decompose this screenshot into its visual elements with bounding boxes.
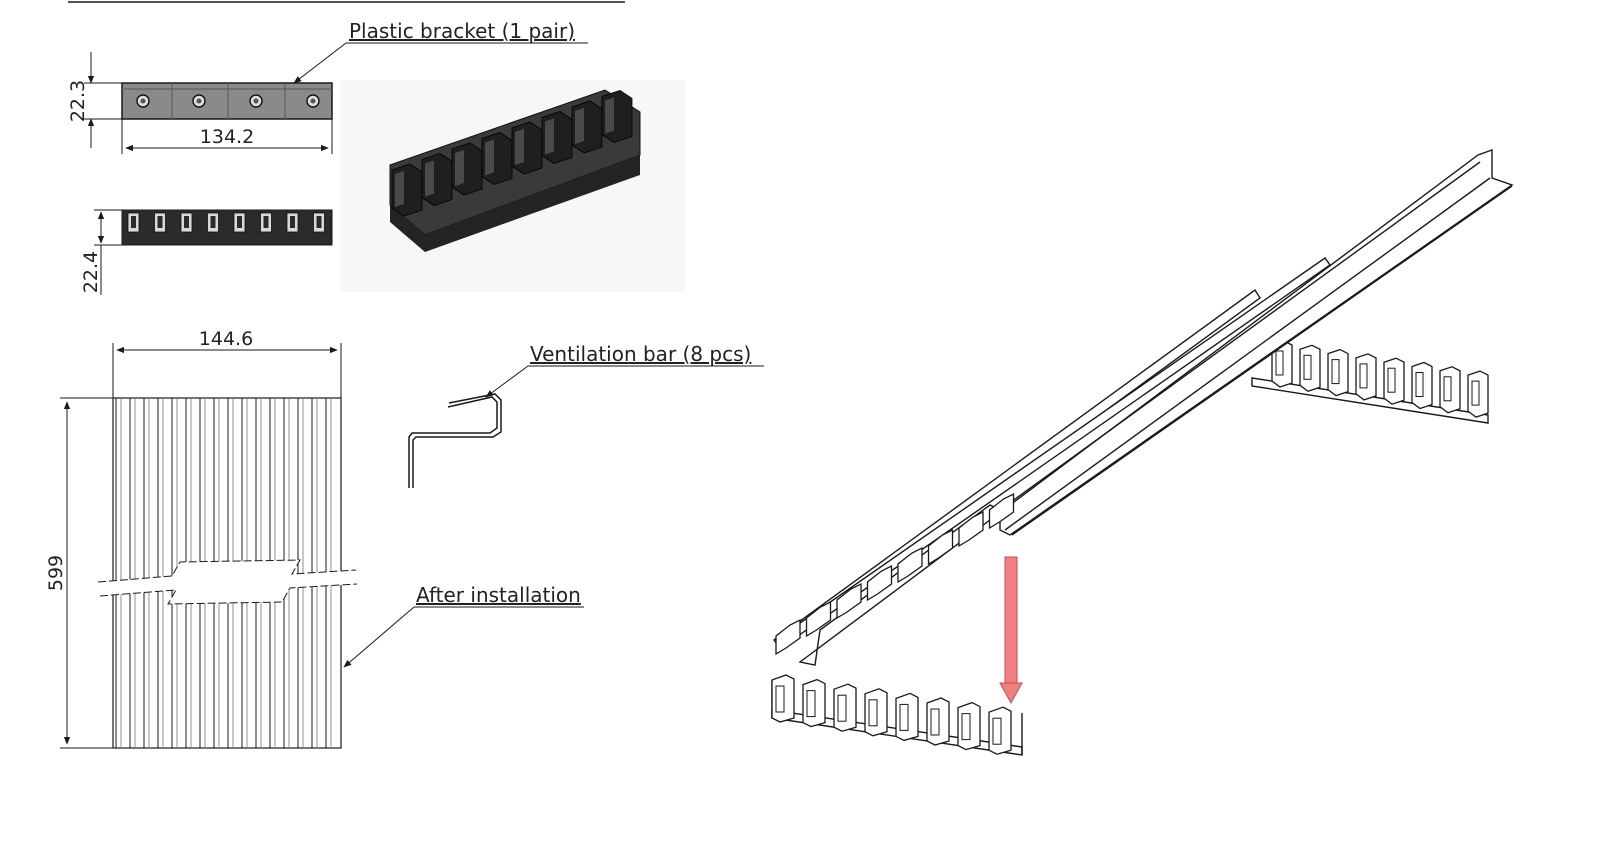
dim-assembly-width: 144.6 bbox=[112, 328, 342, 398]
bracket-slots bbox=[127, 212, 325, 233]
rear-bracket-tooth bbox=[1411, 361, 1433, 410]
dim-label-144-6: 144.6 bbox=[199, 328, 253, 350]
rear-bracket-tooth bbox=[1299, 344, 1321, 393]
assembly-panel bbox=[97, 397, 358, 749]
label-plastic-bracket: Plastic bracket (1 pair) bbox=[349, 19, 575, 43]
rear-bracket bbox=[1251, 340, 1489, 424]
front-bracket-tooth bbox=[957, 701, 981, 751]
front-bracket-tooth bbox=[926, 697, 950, 746]
front-bracket-tooth bbox=[802, 678, 826, 728]
dim-bracket-height-top: 22.3 bbox=[67, 52, 122, 148]
bar-hook bbox=[988, 492, 1015, 530]
leader-ventilation-bar: Ventilation bar (8 pcs) bbox=[485, 342, 764, 398]
bracket-3d-render bbox=[340, 80, 685, 292]
bar-hook bbox=[836, 582, 862, 620]
rear-bracket-tooth bbox=[1467, 370, 1489, 418]
rear-bracket-tooth bbox=[1327, 348, 1349, 397]
front-bracket bbox=[771, 674, 1023, 756]
front-bracket-tooth bbox=[833, 683, 857, 732]
dim-assembly-length: 599 bbox=[45, 397, 113, 749]
dim-label-22-3: 22.3 bbox=[67, 80, 89, 122]
bar-hook bbox=[775, 618, 801, 656]
bracket-screw-holes bbox=[136, 83, 320, 119]
install-direction-arrow bbox=[999, 556, 1023, 705]
rear-bracket-tooth bbox=[1439, 366, 1461, 414]
label-ventilation-bar: Ventilation bar (8 pcs) bbox=[530, 342, 751, 366]
leader-after-installation: After installation bbox=[343, 583, 584, 668]
dim-bracket-width: 134.2 bbox=[121, 119, 333, 154]
bracket-side-view bbox=[121, 209, 333, 246]
dim-label-134-2: 134.2 bbox=[200, 126, 254, 148]
rear-bracket-tooth bbox=[1383, 357, 1405, 405]
front-bracket-tooth bbox=[771, 674, 795, 723]
installed-ventilation-bars bbox=[773, 149, 1514, 666]
label-after-installation: After installation bbox=[416, 583, 581, 607]
bar-hook bbox=[805, 600, 832, 638]
ventilation-bar-drawing bbox=[408, 393, 502, 488]
front-bracket-tooth bbox=[864, 688, 888, 737]
bar-hook bbox=[927, 528, 954, 566]
leader-plastic-bracket: Plastic bracket (1 pair) bbox=[293, 19, 588, 84]
bar-hook bbox=[897, 546, 923, 584]
isometric-installation-view bbox=[771, 149, 1514, 756]
dim-bracket-height-side: 22.4 bbox=[80, 209, 122, 295]
dim-label-599: 599 bbox=[45, 555, 67, 591]
bar-hook bbox=[866, 564, 893, 602]
front-bracket-tooth bbox=[988, 706, 1012, 755]
bar-hook bbox=[958, 510, 984, 548]
bracket-3d-teeth bbox=[391, 90, 633, 217]
dim-label-22-4: 22.4 bbox=[80, 251, 102, 293]
front-bracket-tooth bbox=[895, 692, 919, 742]
rear-bracket-tooth bbox=[1355, 353, 1377, 401]
bracket-top-view bbox=[121, 82, 333, 120]
